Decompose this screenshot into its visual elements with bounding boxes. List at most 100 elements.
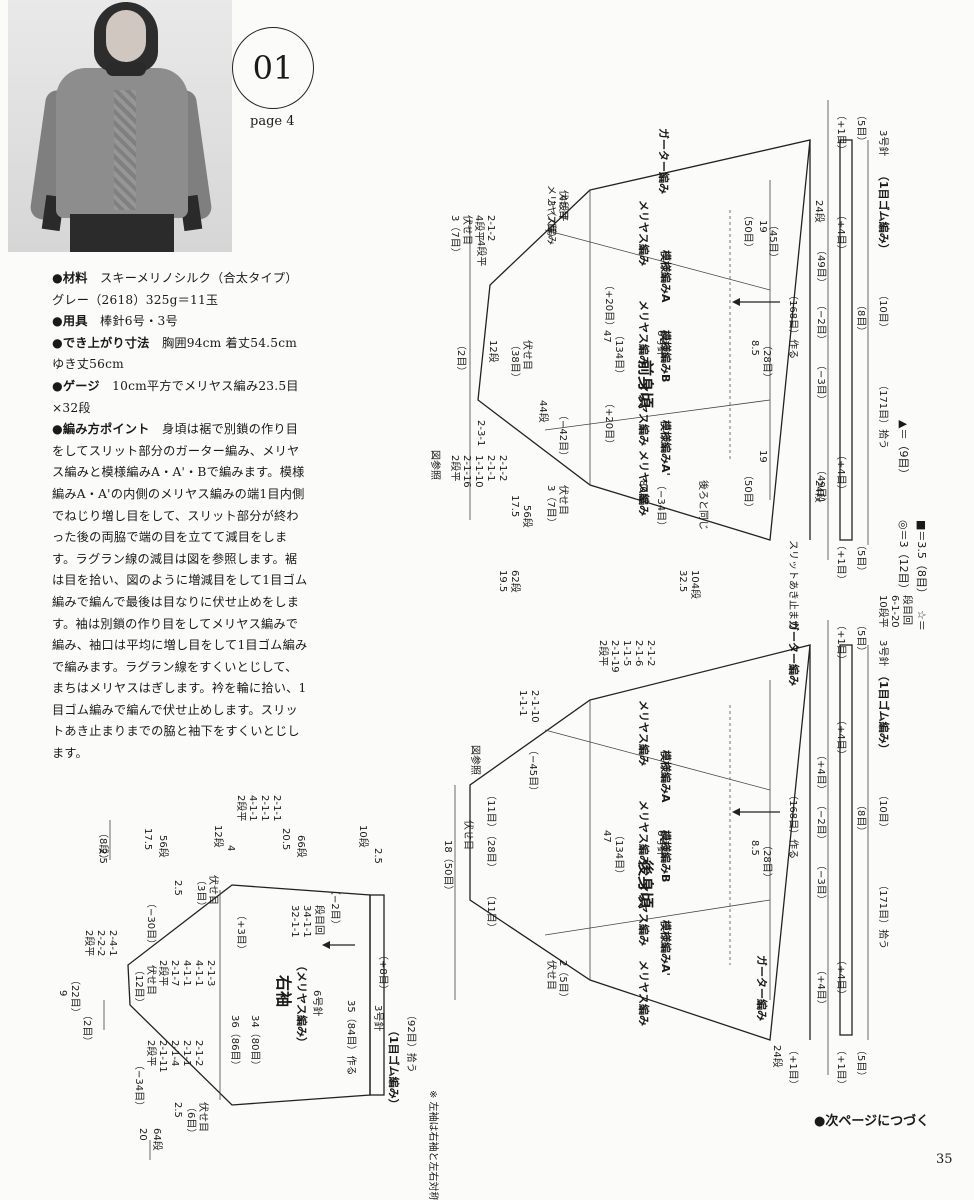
svg-text:2-1-3: 2-1-3	[205, 960, 216, 986]
svg-text:8.5: 8.5	[749, 340, 760, 356]
svg-text:図参照: 図参照	[469, 745, 482, 775]
svg-text:34（80目）: 34（80目）	[249, 1015, 261, 1070]
continue-note: ●次ページにつづく	[814, 1114, 930, 1129]
svg-text:80段: 80段	[637, 480, 650, 503]
back-labels: 後身頃 6号針 メリヤス編み メリヤス編み メリヤス編み メリヤス編み 模様編み…	[442, 595, 914, 1090]
svg-text:2-4-1: 2-4-1	[107, 930, 118, 956]
svg-text:4: 4	[225, 845, 236, 851]
svg-text:（−34目）: （−34目）	[133, 1060, 145, 1111]
page-reference: page 4	[250, 114, 295, 129]
svg-text:2-1-2: 2-1-2	[485, 215, 496, 241]
svg-text:（5目）: （5目）	[855, 540, 867, 576]
instructions: ●材料 スキーメリノシルク（合太タイプ）グレー（2618）325g＝11玉 ●用…	[52, 268, 308, 765]
svg-text:62段: 62段	[509, 570, 522, 593]
svg-text:（2目）: （2目）	[81, 1010, 93, 1046]
svg-text:56段: 56段	[521, 505, 534, 528]
svg-text:6-1-20: 6-1-20	[889, 595, 900, 628]
svg-text:（11目）: （11目）	[485, 790, 497, 833]
svg-text:段目回: 段目回	[313, 905, 326, 935]
finished-size: ●でき上がり寸法 胸囲94cm 着丈54.5cm ゆき丈56cm	[52, 335, 297, 372]
gauge: ●ゲージ 10cm平方でメリヤス編み23.5目×32段	[52, 378, 299, 415]
svg-text:（10目）: （10目）	[877, 790, 889, 833]
legend: ◎＝3（12目） ■＝3.5（8目） ▲＝（9目） ☆＝	[897, 420, 928, 631]
svg-text:模様編みB: 模様編みB	[659, 330, 673, 382]
svg-text:4段平: 4段平	[473, 215, 486, 241]
svg-text:伏せ目: 伏せ目	[557, 190, 570, 220]
svg-text:（メリヤス編み）: （メリヤス編み）	[295, 960, 309, 1048]
svg-text:後身頃: 後身頃	[636, 860, 655, 909]
svg-text:※ 左袖は右袖と左右対称に編む: ※ 左袖は右袖と左右対称に編む	[427, 1090, 440, 1200]
svg-text:（5目）: （5目）	[855, 620, 867, 656]
svg-text:3（7目）: 3（7目）	[545, 485, 557, 528]
svg-text:メリヤス編み: メリヤス編み	[637, 300, 651, 366]
svg-text:（1目ゴム編み）: （1目ゴム編み）	[877, 670, 891, 755]
svg-text:（171目）拾う: （171目）拾う	[877, 880, 890, 949]
svg-text:（5目）: （5目）	[855, 110, 867, 146]
svg-text:（+4目）: （+4目）	[835, 450, 847, 495]
knitting-points: ●編み方ポイント 身頃は裾で別鎖の作り目をしてスリット部分のガーター編み、メリヤ…	[52, 422, 308, 761]
svg-text:2段平: 2段平	[83, 930, 96, 956]
svg-text:（+4目）: （+4目）	[835, 955, 847, 1000]
svg-text:前身頃: 前身頃	[636, 360, 655, 409]
svg-text:（+1目）: （+1目）	[835, 620, 847, 665]
svg-text:2.5: 2.5	[372, 848, 383, 864]
svg-text:8.5: 8.5	[749, 840, 760, 856]
svg-text:（+20目）: （+20目）	[603, 280, 615, 331]
sleeve-diagram	[103, 820, 385, 1160]
svg-text:（92目）拾う: （92目）拾う	[405, 1010, 418, 1073]
svg-text:3（7目）: 3（7目）	[449, 215, 461, 258]
svg-text:（+1目）: （+1目）	[787, 1045, 799, 1090]
svg-text:（134目）: （134目）	[613, 330, 625, 379]
svg-text:（3目）: （3目）	[195, 875, 207, 911]
back-body-diagram	[454, 620, 869, 1075]
svg-text:（+4目）: （+4目）	[815, 750, 827, 795]
svg-text:（1目ゴム編み）: （1目ゴム編み）	[387, 1025, 401, 1110]
svg-text:35（84目）作る: 35（84目）作る	[345, 1000, 357, 1075]
svg-text:伏せ目: 伏せ目	[545, 960, 558, 990]
svg-text:（+1目）: （+1目）	[835, 540, 847, 585]
svg-text:（49目）: （49目）	[815, 465, 827, 508]
svg-text:図参照: 図参照	[429, 450, 442, 480]
svg-text:56段: 56段	[157, 835, 170, 858]
svg-text:（10目）: （10目）	[877, 290, 889, 333]
svg-text:メリヤス編み: メリヤス編み	[637, 960, 651, 1026]
svg-text:24段: 24段	[813, 200, 826, 223]
svg-text:（−2目）: （−2目）	[815, 800, 827, 845]
svg-text:（28目）: （28目）	[761, 840, 773, 883]
svg-text:◎＝3（12目）: ◎＝3（12目）	[897, 520, 910, 595]
svg-text:伏せ目: 伏せ目	[207, 875, 220, 905]
svg-text:（50目）: （50目）	[742, 470, 754, 513]
svg-text:4-1-1: 4-1-1	[247, 795, 258, 821]
svg-text:3（7目）: 3（7目）	[545, 200, 557, 243]
material: ●材料 スキーメリノシルク（合太タイプ）グレー（2618）325g＝11玉	[52, 271, 298, 307]
svg-text:（+20目）: （+20目）	[603, 398, 615, 449]
svg-text:12段: 12段	[487, 340, 500, 363]
svg-text:伏せ目: 伏せ目	[557, 485, 570, 515]
svg-text:4-1-1: 4-1-1	[193, 960, 204, 986]
svg-text:3号針: 3号針	[372, 1005, 385, 1031]
svg-text:（168目）作る: （168目）作る	[787, 290, 799, 359]
svg-text:2段平: 2段平	[449, 455, 462, 481]
page-number: 35	[936, 1152, 953, 1167]
svg-text:24段: 24段	[771, 1045, 784, 1068]
svg-text:2段平: 2段平	[145, 1040, 158, 1066]
svg-text:64段: 64段	[151, 1128, 164, 1151]
svg-text:（11目）: （11目）	[485, 890, 497, 933]
svg-text:（+1目）: （+1目）	[835, 110, 847, 155]
svg-text:伏せ目: 伏せ目	[145, 965, 158, 995]
svg-text:（5目）: （5目）	[855, 1045, 867, 1081]
svg-text:3号針: 3号針	[877, 640, 890, 666]
svg-text:24段: 24段	[813, 480, 826, 503]
svg-text:18（50目）: 18（50目）	[442, 840, 454, 895]
svg-text:2-1-7: 2-1-7	[169, 960, 180, 986]
svg-text:（45目）: （45目）	[767, 220, 779, 263]
svg-text:2-1-2: 2-1-2	[497, 455, 508, 481]
tools: ●用具 棒針6号・3号	[52, 314, 178, 329]
svg-text:4段平: 4段平	[475, 240, 488, 266]
svg-text:32.5: 32.5	[677, 570, 688, 592]
svg-text:6号針: 6号針	[655, 830, 668, 856]
svg-text:2段平: 2段平	[235, 795, 248, 821]
svg-text:メリヤス編み: メリヤス編み	[637, 700, 651, 766]
svg-text:ガーター編み: ガーター編み	[787, 620, 801, 686]
